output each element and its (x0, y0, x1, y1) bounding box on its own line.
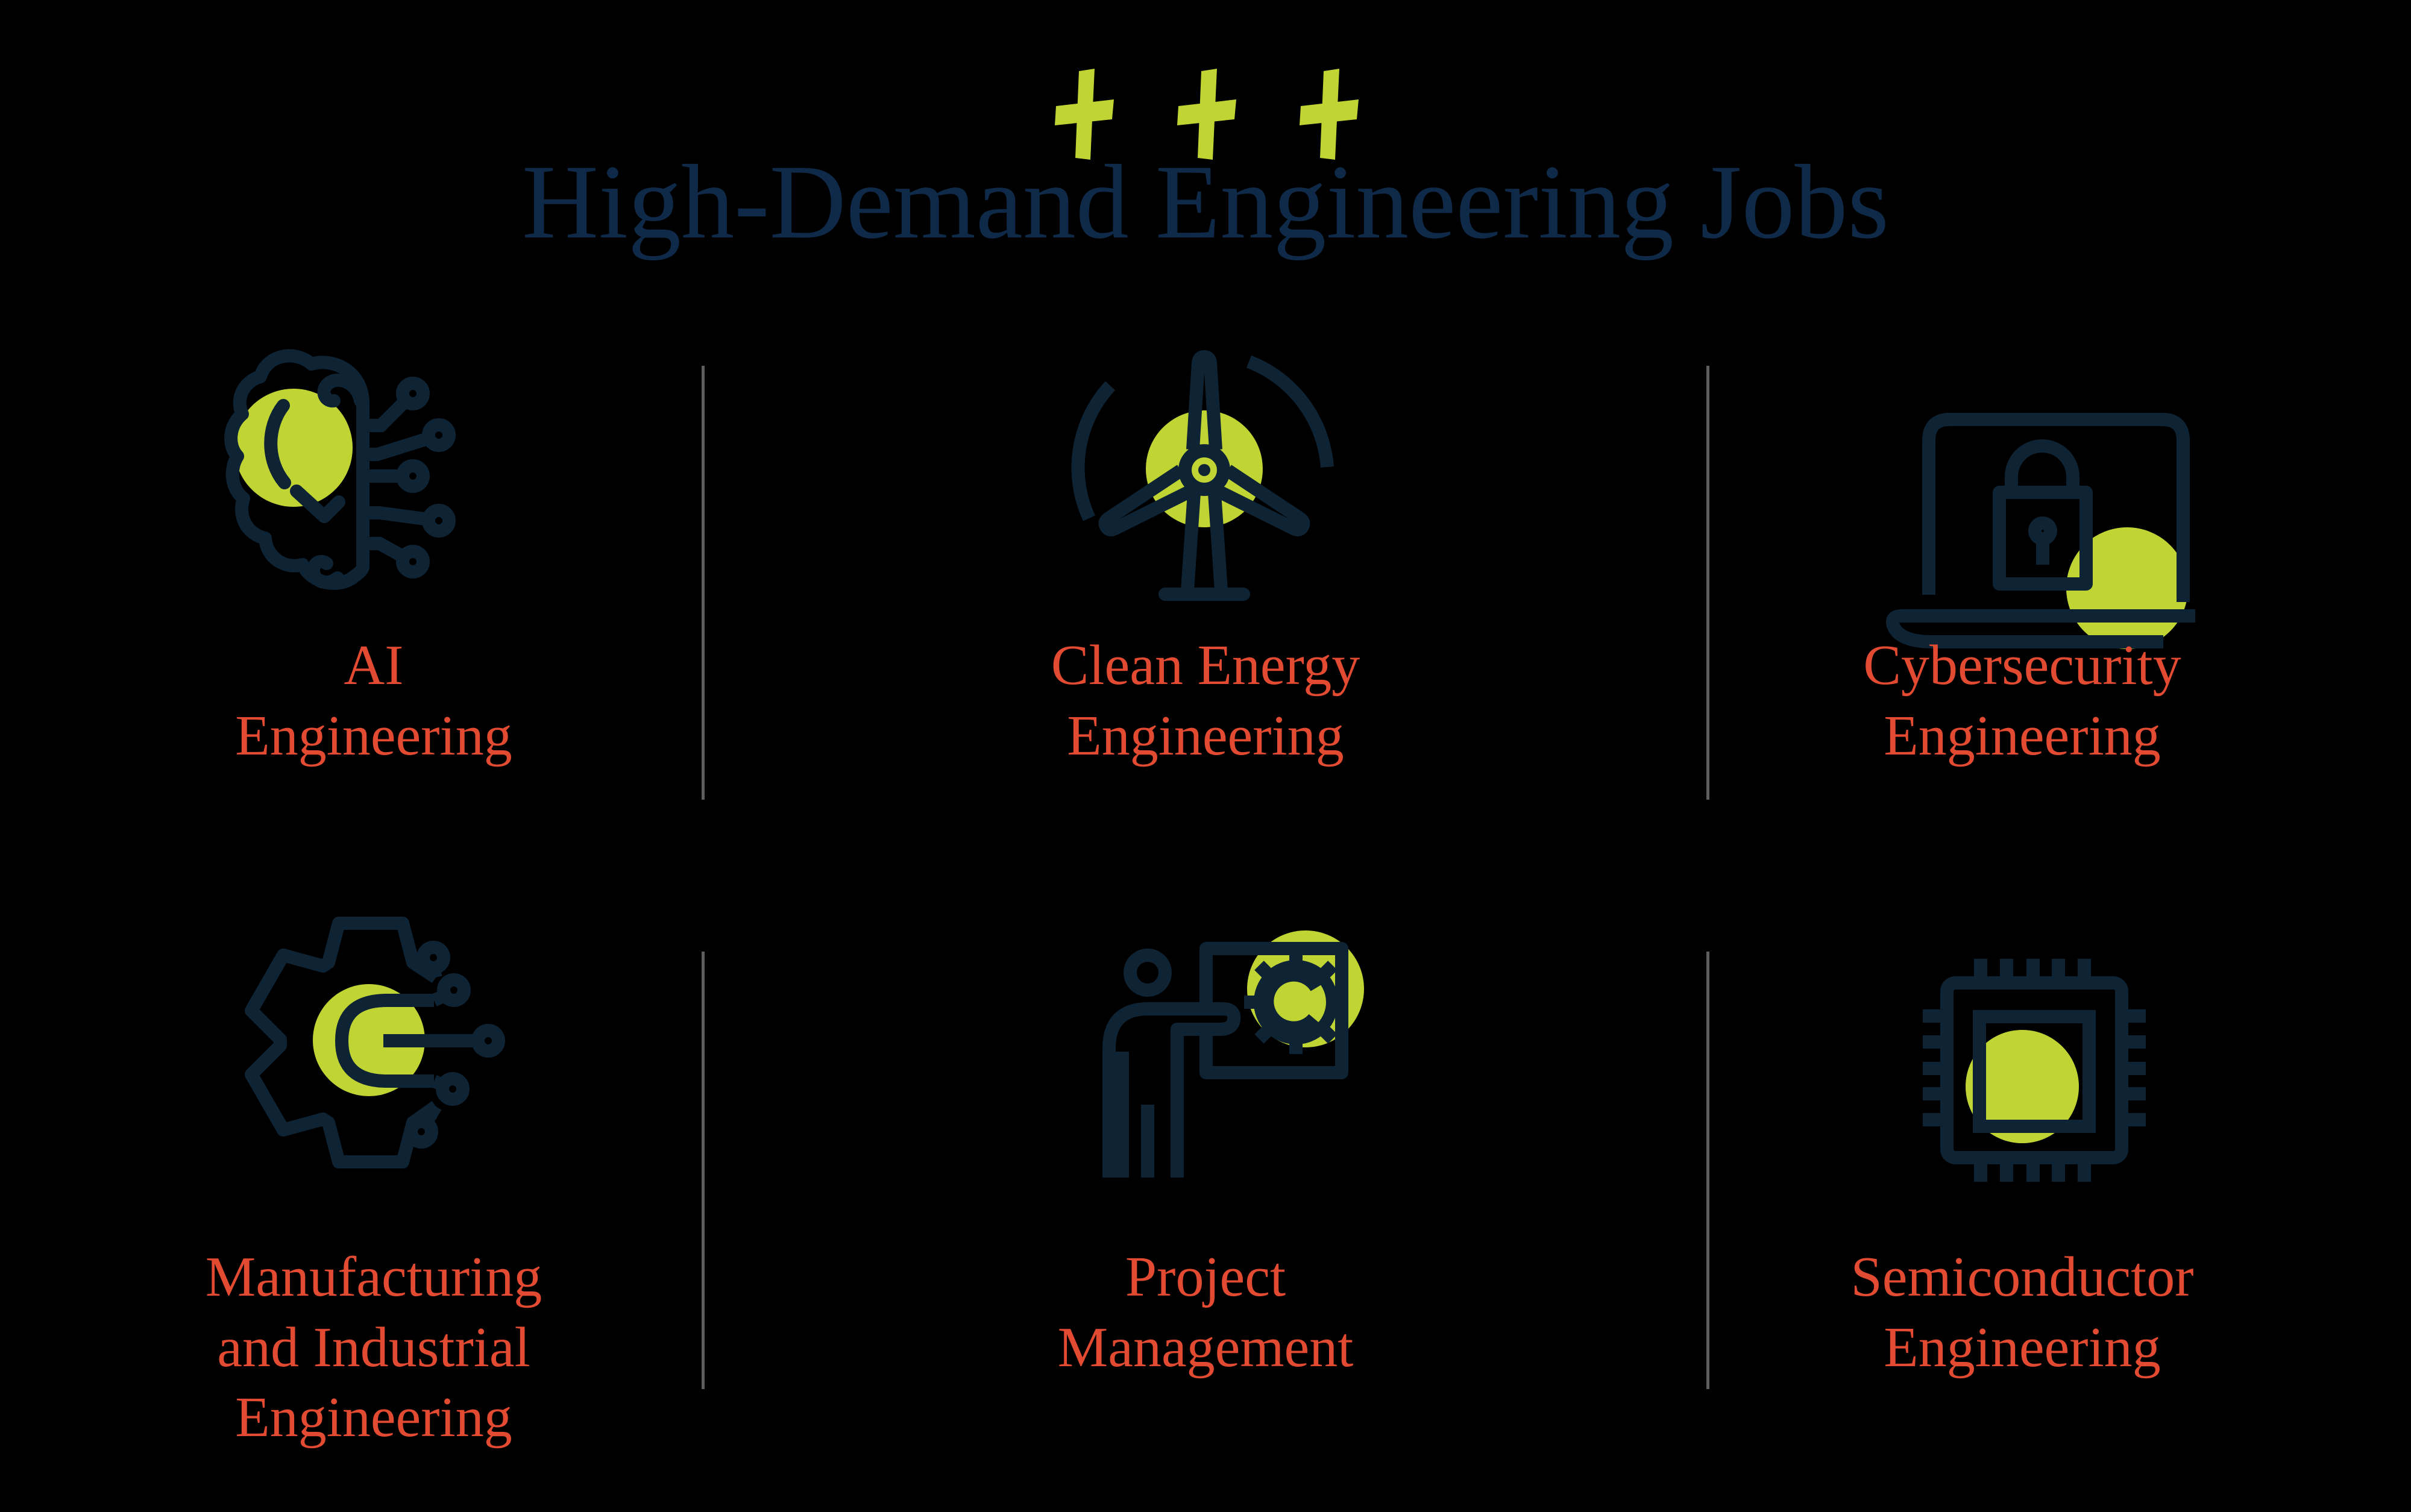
wind-turbine-icon (1071, 350, 1334, 601)
job-label-semiconductor-engineering: Semiconductor Engineering (1850, 1246, 2194, 1379)
brain-circuit-icon (224, 349, 456, 590)
divider (1706, 952, 1709, 1389)
plus-icon (1055, 69, 1114, 160)
laptop-lock-icon (1886, 413, 2195, 649)
gear-circuit-icon (245, 917, 505, 1169)
job-manufacturing-industrial-engineering (235, 907, 524, 1184)
job-label-clean-energy-engineering: Clean Energy Engineering (1051, 634, 1360, 767)
plus-icon (1177, 69, 1236, 160)
page-title: High-Demand Engineering Jobs (522, 143, 1889, 261)
divider (702, 952, 705, 1389)
divider (702, 366, 705, 800)
job-semiconductor-engineering (1901, 932, 2166, 1209)
job-label-ai-engineering: AI Engineering (235, 634, 512, 767)
microchip-icon (1923, 959, 2146, 1182)
job-label-project-management: Project Management (1057, 1246, 1354, 1379)
divider (1706, 366, 1709, 800)
job-project-management (1078, 925, 1379, 1178)
presenter-board-gear-icon (1102, 930, 1364, 1178)
job-ai-engineering (206, 336, 483, 613)
job-cybersecurity-engineering (1872, 403, 2209, 662)
job-label-cybersecurity-engineering: Cybersecurity Engineering (1863, 634, 2181, 767)
plus-icon (1300, 69, 1359, 160)
job-clean-energy-engineering (1059, 331, 1336, 609)
job-label-manufacturing-industrial-engineering: Manufacturing and Industrial Engineering (205, 1246, 542, 1449)
